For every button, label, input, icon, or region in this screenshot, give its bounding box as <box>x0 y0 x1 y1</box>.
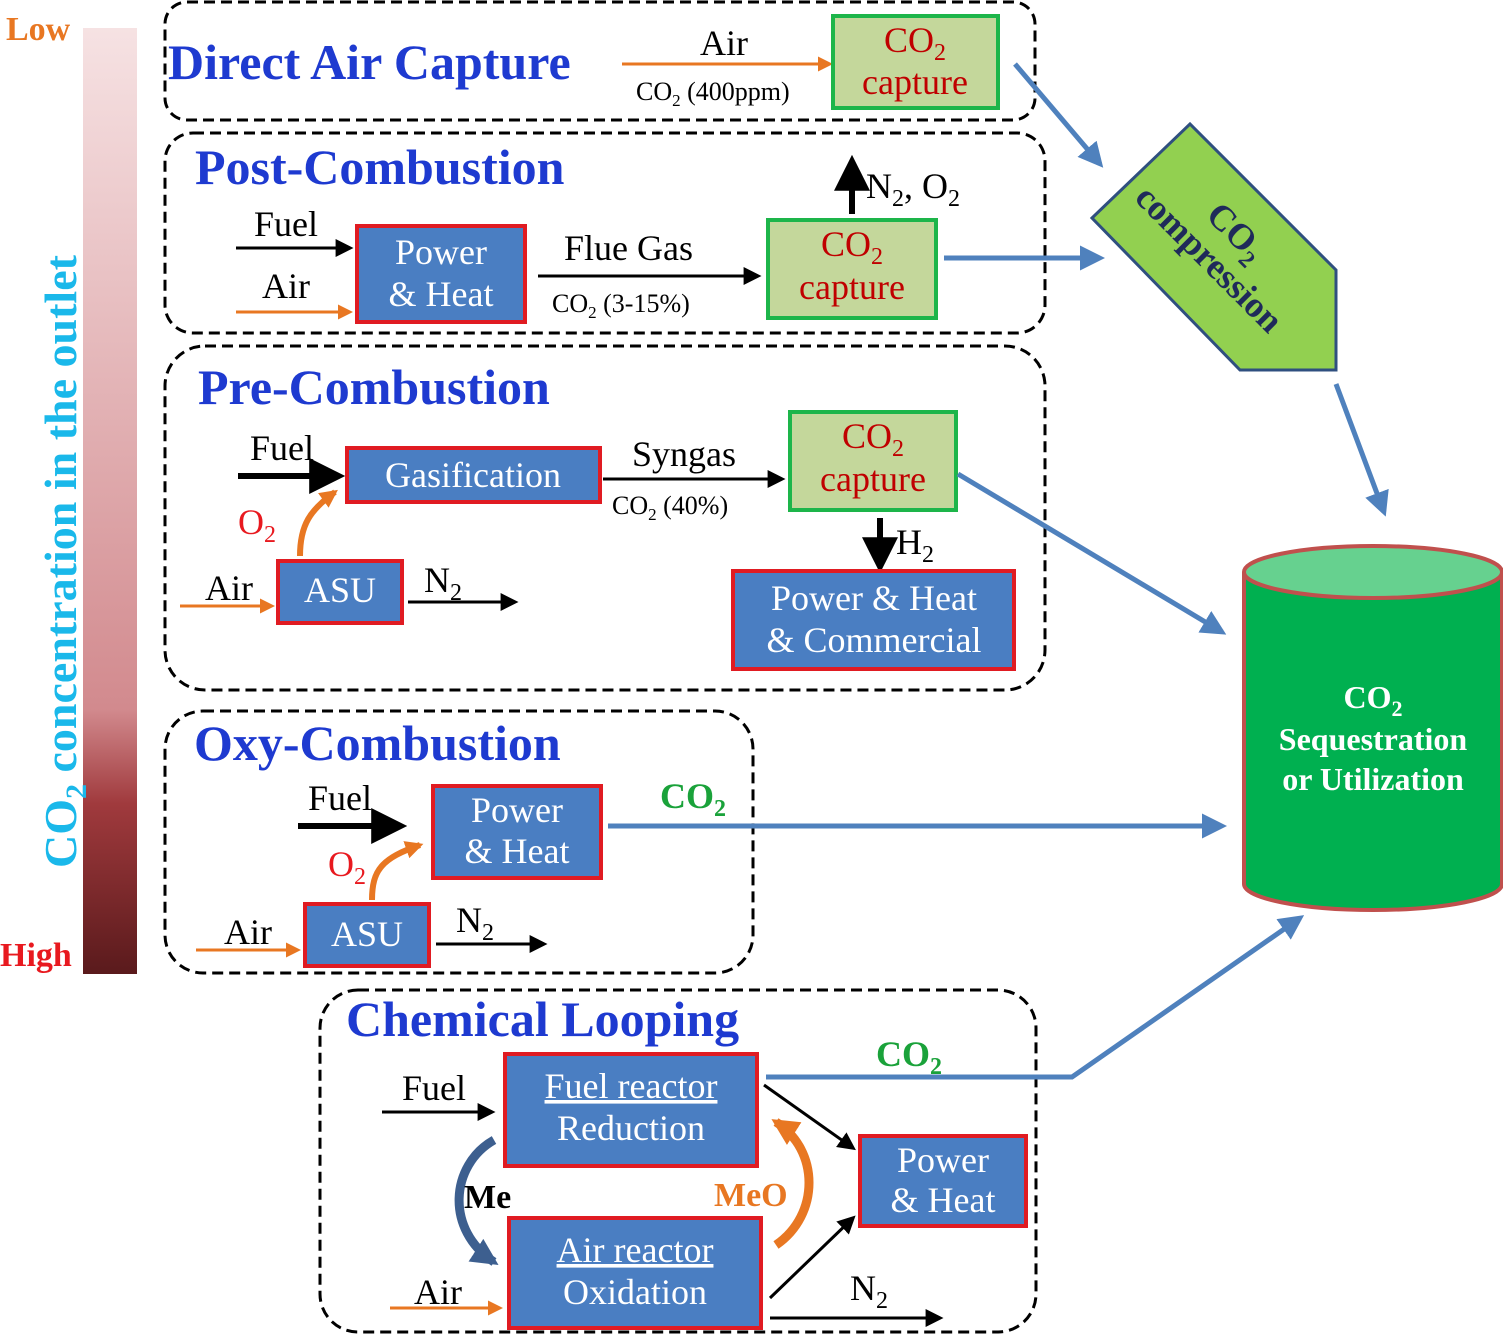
post-capture-box <box>766 218 938 320</box>
pre-power-line1: Power & Heat <box>771 578 977 618</box>
post-vent-label: N2, O2 <box>866 166 960 212</box>
pre-capture-line2: capture <box>820 459 926 499</box>
storage-line2: Sequestration <box>1279 721 1468 757</box>
oxy-combustion-section: Oxy-Combustion Fuel Power & Heat CO2 O2 … <box>194 715 726 968</box>
low-label: Low <box>6 11 71 48</box>
direct-air-section: Direct Air Capture Air CO2 (400ppm) CO2 … <box>168 14 1000 110</box>
post-flue-label: Flue Gas <box>564 228 693 268</box>
post-combustion-section: Post-Combustion Fuel Air Power & Heat Fl… <box>195 139 960 324</box>
cylinder-top <box>1242 544 1503 600</box>
axis-label: CO2 concentration in the outlet <box>35 254 93 868</box>
post-power-line1: Power <box>395 232 487 272</box>
oxy-n2-label: N2 <box>456 900 494 946</box>
chem-title: Chemical Looping <box>346 991 739 1047</box>
high-label: High <box>0 937 72 974</box>
pre-to-storage-arrow <box>956 471 1227 635</box>
oxy-power-line1: Power <box>471 790 563 830</box>
post-title: Post-Combustion <box>195 139 565 195</box>
pre-power-box <box>731 569 1016 671</box>
oxy-asu-label: ASU <box>331 914 403 954</box>
post-power-box <box>355 224 527 324</box>
flow-arrows <box>608 62 1389 1080</box>
post-power-line2: & Heat <box>389 274 494 314</box>
oxy-o2-label: O2 <box>328 844 366 890</box>
oxy-combustion-frame <box>163 709 755 975</box>
me-label: Me <box>464 1179 511 1216</box>
fuel-reactor-line2: Reduction <box>557 1108 705 1148</box>
compression-shape: CO2 compression <box>1089 121 1338 372</box>
direct-air-frame <box>163 0 1037 122</box>
gasification-box <box>345 446 602 504</box>
oxy-power-line2: & Heat <box>465 831 570 871</box>
oxy-air-label: Air <box>224 912 272 952</box>
pre-fuel-label: Fuel <box>250 428 314 468</box>
pre-power-line2: & Commercial <box>767 620 982 660</box>
pre-air-label: Air <box>205 568 253 608</box>
chem-power-box <box>858 1134 1028 1228</box>
pre-h2-label: H2 <box>896 522 934 568</box>
oxy-co2-label: CO2 <box>660 776 726 822</box>
dac-stream-label: CO2 (400ppm) <box>636 77 790 110</box>
syngas-label: Syngas <box>632 434 736 474</box>
post-combustion-frame <box>163 131 1047 335</box>
pre-stream-label: CO2 (40%) <box>612 491 728 524</box>
air-reactor-line1: Air reactor <box>557 1230 714 1270</box>
oxy-asu-box <box>303 902 431 968</box>
pre-combustion-frame <box>163 344 1047 692</box>
chem-fuel-label: Fuel <box>402 1068 466 1108</box>
concentration-bar: Low High CO2 concentration in the outlet <box>0 11 137 974</box>
post-stream-label: CO2 (3-15%) <box>552 289 690 322</box>
chem-power-line1: Power <box>897 1140 989 1180</box>
chem-to-storage-arrow <box>766 915 1305 1080</box>
dac-capture-line1: CO2 <box>884 20 946 66</box>
oxy-power-box <box>431 784 603 880</box>
storage-line1: CO2 <box>1344 679 1403 721</box>
pre-title: Pre-Combustion <box>198 359 550 415</box>
oxy-title: Oxy-Combustion <box>194 715 561 771</box>
me-arrow <box>454 1136 499 1266</box>
meo-arrow <box>771 1118 814 1249</box>
air-reactor-line2: Oxidation <box>563 1272 707 1312</box>
storage-line3: or Utilization <box>1282 761 1464 797</box>
air-reactor-to-power-arrow <box>768 1215 856 1300</box>
post-air-label: Air <box>262 266 310 306</box>
chem-co2-label: CO2 <box>876 1034 942 1080</box>
fuel-reactor-to-power-arrow <box>763 1083 856 1151</box>
post-fuel-label: Fuel <box>254 204 318 244</box>
pre-o2-arrow <box>297 489 338 557</box>
storage-cylinder: CO2 Sequestration or Utilization <box>1242 544 1503 912</box>
compression-pentagon <box>1089 121 1338 372</box>
oxy-o2-arrow <box>369 841 424 901</box>
meo-label: MeO <box>714 1177 788 1214</box>
dac-air-label: Air <box>700 23 748 63</box>
fuel-reactor-box <box>503 1052 759 1168</box>
chemical-looping-frame <box>318 988 1038 1334</box>
chemical-looping-section: Chemical Looping Fuel Fuel reactor Reduc… <box>346 991 1028 1330</box>
pre-capture-line1: CO2 <box>842 416 904 462</box>
oxy-fuel-label: Fuel <box>308 778 372 818</box>
gradient-rect <box>83 28 137 974</box>
direct-air-title: Direct Air Capture <box>168 34 571 90</box>
post-capture-line2: capture <box>799 267 905 307</box>
dac-to-compression-arrow <box>1013 62 1104 168</box>
dac-capture-line2: capture <box>862 62 968 102</box>
pre-asu-label: ASU <box>304 570 376 610</box>
gasification-label: Gasification <box>385 455 561 495</box>
fuel-reactor-line1: Fuel reactor <box>545 1066 718 1106</box>
chem-power-line2: & Heat <box>891 1180 996 1220</box>
chem-air-label: Air <box>414 1272 462 1312</box>
pre-asu-box <box>276 559 404 625</box>
pre-o2-label: O2 <box>238 502 276 548</box>
pre-n2-label: N2 <box>424 560 462 606</box>
pre-combustion-section: Pre-Combustion Fuel Gasification Syngas … <box>180 359 1016 671</box>
pre-capture-box <box>788 410 958 512</box>
compression-to-storage-arrow <box>1333 383 1389 517</box>
post-capture-line1: CO2 <box>821 224 883 270</box>
chem-n2-label: N2 <box>850 1268 888 1314</box>
air-reactor-box <box>507 1216 763 1330</box>
cylinder-body <box>1242 572 1503 912</box>
dac-capture-box <box>831 14 1000 110</box>
